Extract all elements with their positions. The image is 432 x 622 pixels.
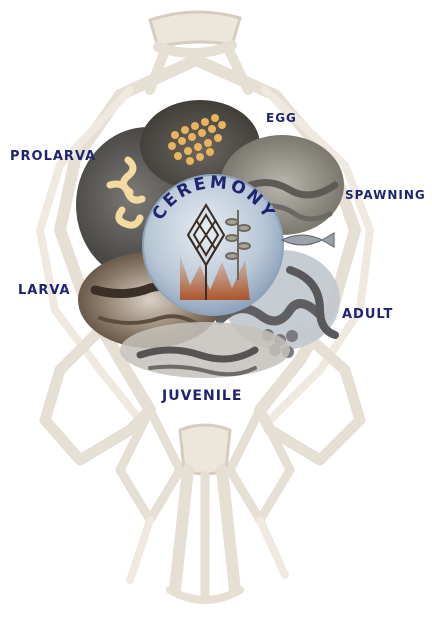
spawning-label: SPAWNING <box>345 188 426 202</box>
juvenile-label: JUVENILE <box>162 388 242 404</box>
egg-label: EGG <box>266 111 297 125</box>
larva-label: LARVA <box>18 283 71 298</box>
juvenile-stage-image <box>120 322 290 378</box>
adult-label: ADULT <box>342 307 393 322</box>
fish-icon <box>282 233 334 247</box>
prolarva-label: PROLARVA <box>10 149 96 164</box>
